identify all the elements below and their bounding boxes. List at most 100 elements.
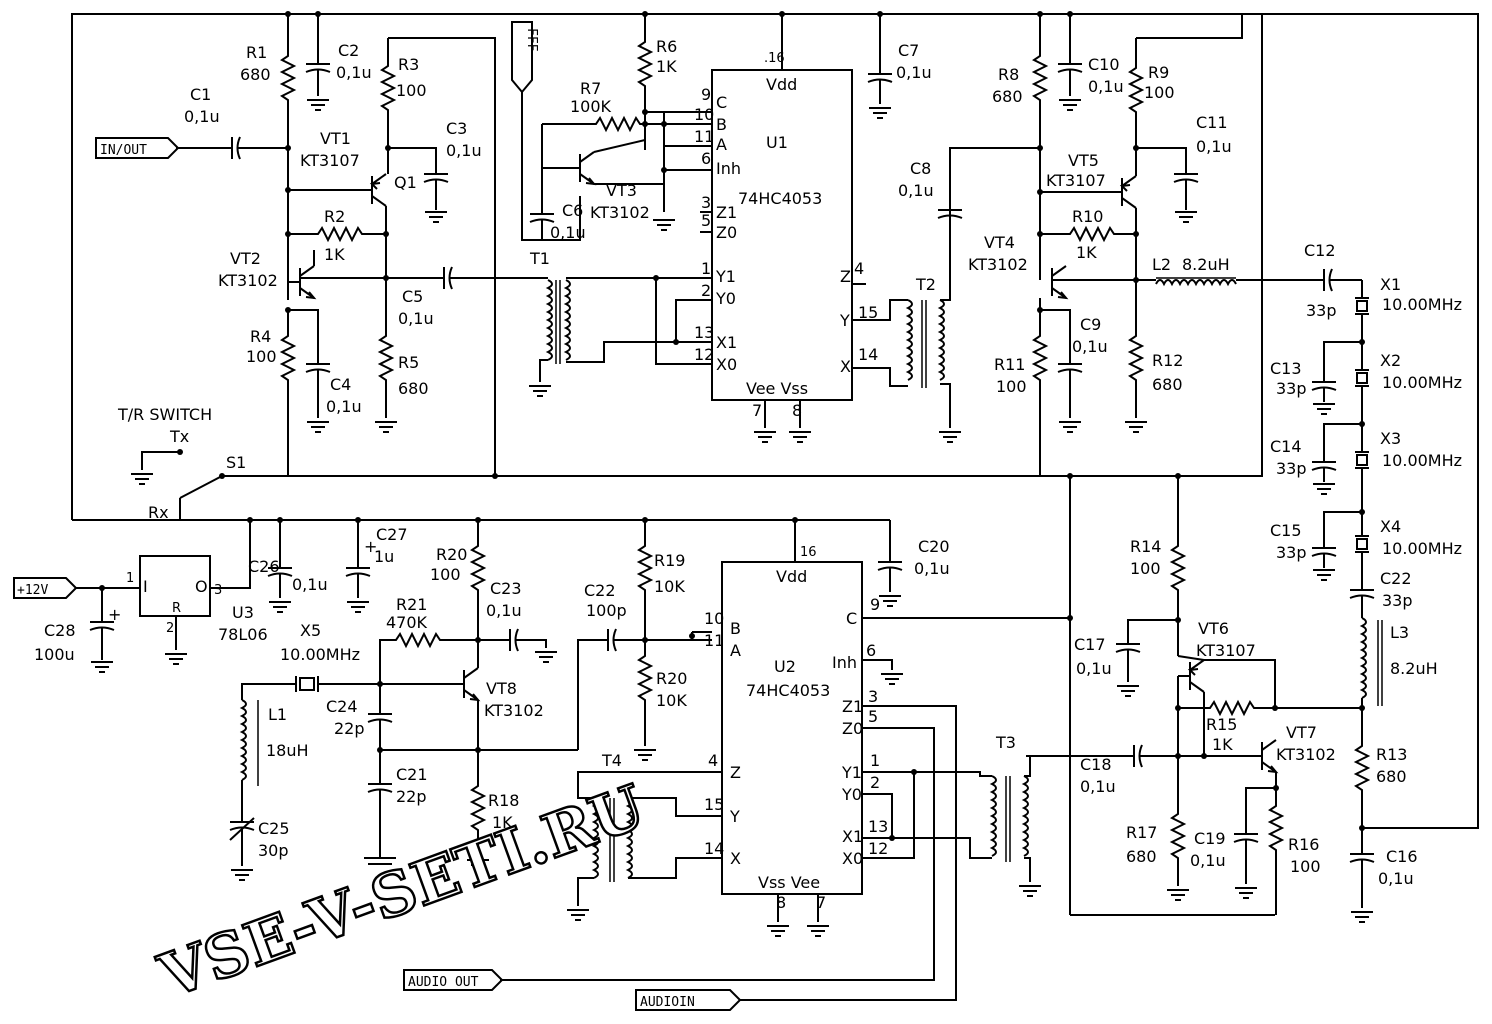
c6-ref: C6 (562, 201, 583, 220)
t1-label: T1 (529, 249, 550, 268)
u1-pin-z: Z (840, 267, 851, 286)
audio-in-port[interactable]: AUDIOIN (635, 989, 742, 1011)
u2-pin-y1: Y1 (841, 763, 862, 782)
tr-switch[interactable]: T/R SWITCH Tx S1 Rx (117, 405, 288, 522)
u2-pin8: 8 (776, 893, 786, 912)
c19-ref: C19 (1194, 829, 1226, 848)
r17-ref: R17 (1126, 823, 1157, 842)
r5-value: 680 (398, 379, 429, 398)
c22-value: 100p (586, 601, 627, 620)
u3-pin-out: O (195, 577, 208, 596)
r16-ref: R16 (1288, 835, 1319, 854)
c24-value: 22p (334, 719, 365, 738)
q1-label: Q1 (394, 173, 417, 192)
c22b-ref: C22 (1380, 569, 1412, 588)
c4-value: 0,1u (326, 397, 362, 416)
u1-pin2: 2 (701, 281, 711, 300)
u2-pin15: 15 (704, 795, 724, 814)
x4-value: 10.00MHz (1382, 539, 1462, 558)
c13-value: 33p (1276, 379, 1307, 398)
c18-ref: C18 (1080, 755, 1112, 774)
c4-ref: C4 (330, 375, 351, 394)
r15-ref: R15 (1206, 715, 1237, 734)
c23-value: 0,1u (486, 601, 522, 620)
r9-value: 100 (1144, 83, 1175, 102)
u1-pin4: 4 (854, 259, 864, 278)
c10-value: 0,1u (1088, 77, 1124, 96)
c18-value: 0,1u (1080, 777, 1116, 796)
r20b-ref: R20 (656, 669, 687, 688)
c5-ref: C5 (402, 287, 423, 306)
ic-u2: 16 Vdd U2 74HC4053 Vss Vee 10 B 11 A 4 Z… (500, 520, 1073, 1001)
r10-value: 1K (1076, 243, 1097, 262)
u2-pin-z1: Z1 (842, 697, 863, 716)
u1-pin-x1: X1 (716, 333, 737, 352)
vt5-ref: VT5 (1068, 151, 1099, 170)
u2-pin3: 3 (868, 687, 878, 706)
r1-value: 680 (240, 65, 271, 84)
fff-port[interactable]: FFF (511, 21, 581, 241)
u1-pin-y1: Y1 (715, 267, 736, 286)
c2-ref: C2 (338, 41, 359, 60)
c17-value: 0,1u (1076, 659, 1112, 678)
c6-value: 0,1u (550, 223, 586, 242)
in-out-port[interactable]: IN/OUT (95, 137, 180, 159)
vt8-ref: VT8 (486, 679, 517, 698)
c16-ref: C16 (1386, 847, 1418, 866)
transistor-labels: VT1 KT3107 Q1 VT2 KT3102 VT3 KT3102 VT4 … (218, 129, 1336, 764)
r19-ref: R19 (654, 551, 685, 570)
r2-value: 1K (324, 245, 345, 264)
r13-value: 680 (1376, 767, 1407, 786)
c24-ref: C24 (326, 697, 358, 716)
u2-ref: U2 (774, 657, 796, 676)
power-supply[interactable]: +12V (13, 577, 78, 599)
c15-value: 33p (1276, 543, 1307, 562)
r7-ref: R7 (580, 79, 601, 98)
c10-ref: C10 (1088, 55, 1120, 74)
s1-label: S1 (226, 453, 246, 472)
r7-value: 100K (570, 97, 612, 116)
u2-vdd-pin: 16 (800, 545, 817, 560)
x5-value: 10.00MHz (280, 645, 360, 664)
x2-value: 10.00MHz (1382, 373, 1462, 392)
u2-pin9: 9 (870, 595, 880, 614)
transformer-t4: T4 (566, 751, 722, 921)
fff-label: FFF (524, 28, 539, 52)
vt3-switch-driver (529, 14, 712, 240)
vt8-part: KT3102 (484, 701, 544, 720)
u1-pin-b: B (716, 115, 727, 134)
u2-pin10: 10 (704, 609, 724, 628)
inductor-crystal-labels: L1 18uH L2 8.2uH L3 8.2uH X1 10.00MHz X2… (266, 255, 1462, 760)
c25-value: 30p (258, 841, 289, 860)
r8-ref: R8 (998, 65, 1019, 84)
r12-value: 680 (1152, 375, 1183, 394)
r12-ref: R12 (1152, 351, 1183, 370)
c21-ref: C21 (396, 765, 428, 784)
supply-label: +12V (17, 583, 48, 598)
u1-pin3: 3 (701, 193, 711, 212)
vt4-ref: VT4 (984, 233, 1015, 252)
c16-value: 0,1u (1378, 869, 1414, 888)
u1-vdd-label: Vdd (766, 75, 797, 94)
bias-divider (633, 520, 712, 761)
audio-out-port[interactable]: AUDIO OUT (403, 969, 504, 991)
u1-pin6: 6 (701, 149, 711, 168)
x1-ref: X1 (1380, 275, 1401, 294)
r2-ref: R2 (324, 207, 345, 226)
resistor-labels: R1 680 R2 1K R3 100 R4 100 R5 680 R6 1K … (240, 37, 1407, 876)
u2-pin7: 7 (816, 893, 826, 912)
c28-value: 100u (34, 645, 75, 664)
r10-ref: R10 (1072, 207, 1103, 226)
x4-ref: X4 (1380, 517, 1401, 536)
r1-ref: R1 (246, 43, 267, 62)
x2-ref: X2 (1380, 351, 1401, 370)
vt1-ref: VT1 (320, 129, 351, 148)
c14-value: 33p (1276, 459, 1307, 478)
u3-ref: U3 (232, 603, 254, 622)
u2-pin-x1: X1 (842, 827, 863, 846)
u2-pin2: 2 (870, 773, 880, 792)
tx-label: Tx (169, 427, 189, 446)
c27-ref: C27 (376, 525, 408, 544)
l1-ref: L1 (268, 705, 287, 724)
c26-value: 0,1u (292, 575, 328, 594)
